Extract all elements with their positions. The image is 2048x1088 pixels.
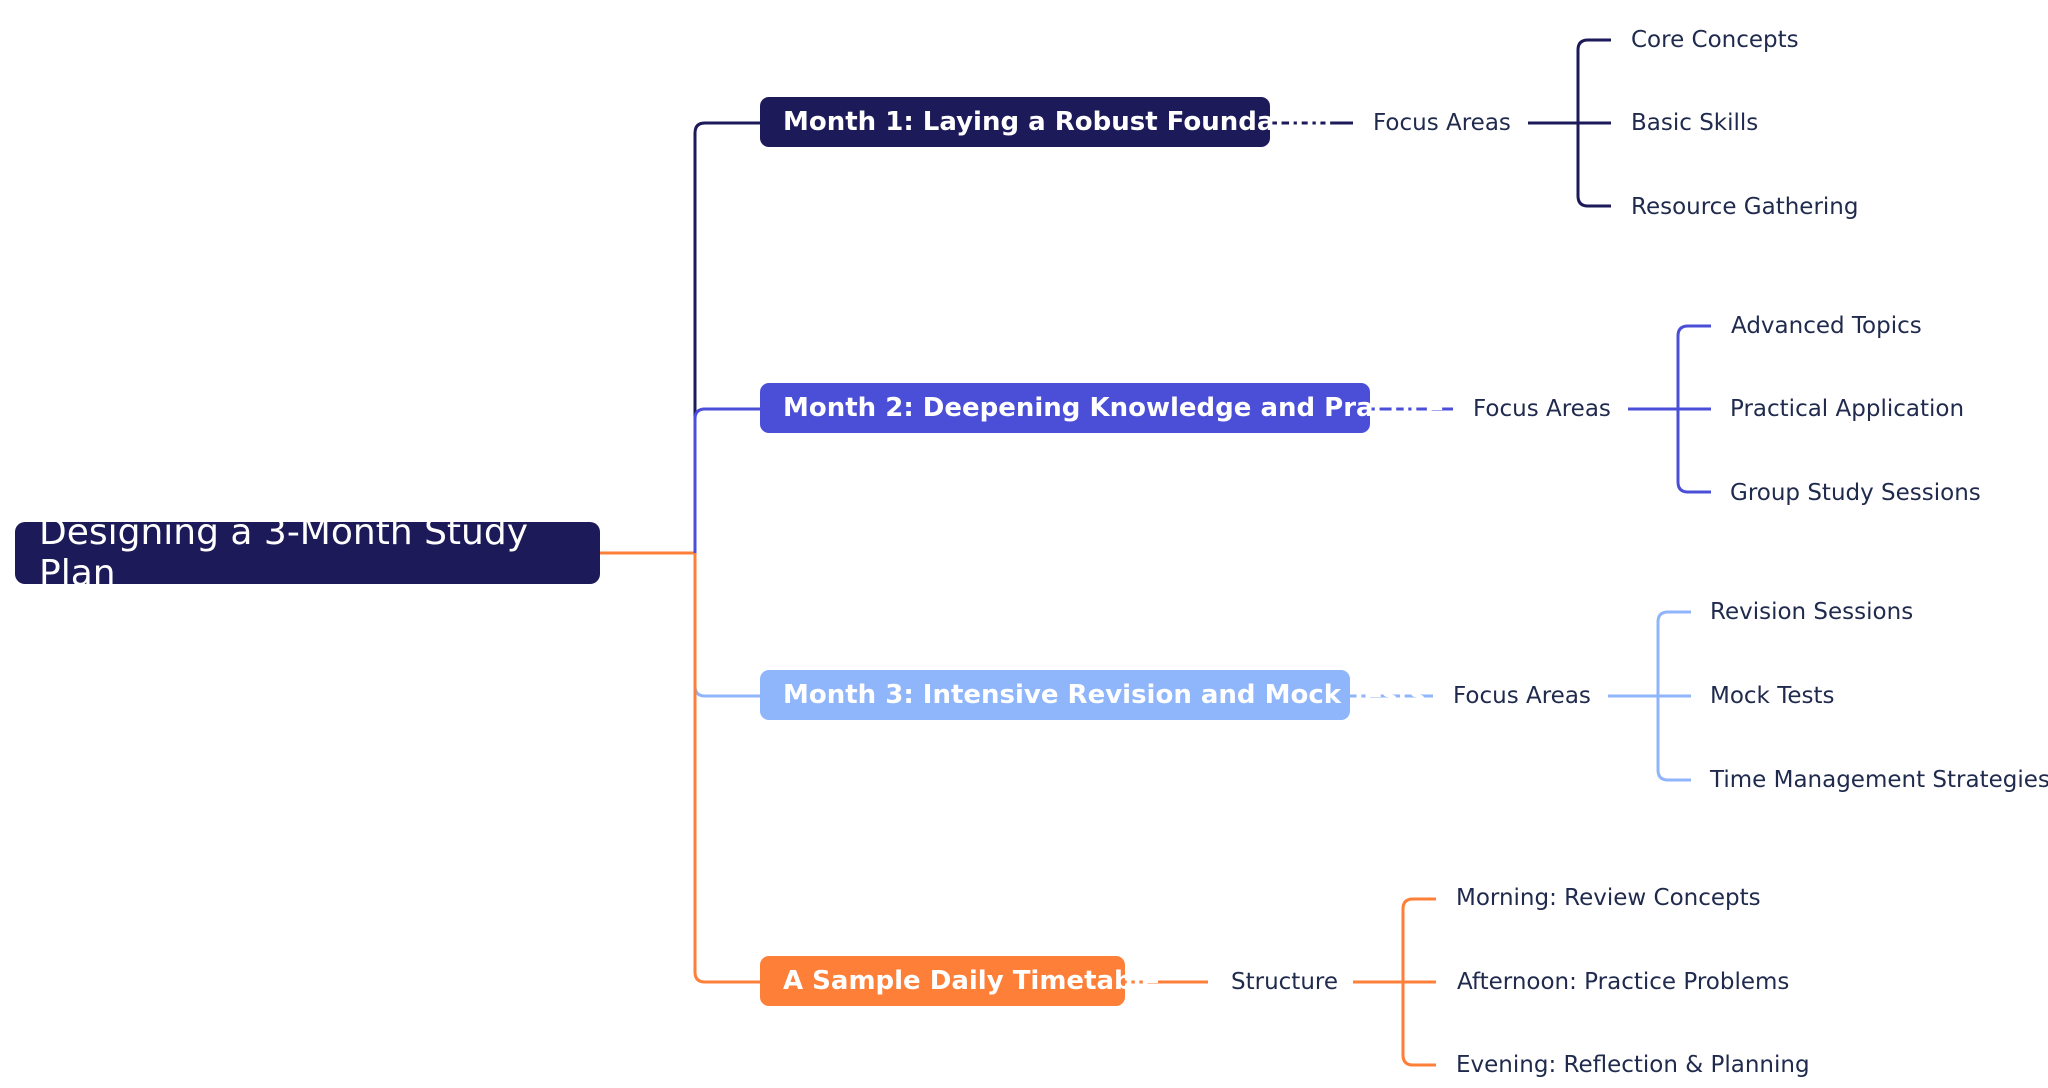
leaf-evening[interactable]: Evening: Reflection & Planning <box>1456 1052 1810 1078</box>
leaf-morning[interactable]: Morning: Review Concepts <box>1456 885 1761 911</box>
leaf-group-study-sessions[interactable]: Group Study Sessions <box>1730 480 1981 506</box>
connector-leaf-top-4 <box>1401 897 1436 982</box>
leaf-basic-skills[interactable]: Basic Skills <box>1631 110 1759 136</box>
leaf-core-concepts[interactable]: Core Concepts <box>1631 27 1799 53</box>
branch-month-3[interactable]: Month 3: Intensive Revision and Mock Tes… <box>760 670 1425 720</box>
connector-branch-2 <box>693 407 760 553</box>
connector-leaf-bottom-1 <box>1576 123 1611 208</box>
focus-areas-month-1[interactable]: Focus Areas <box>1373 110 1511 136</box>
root-topic-label: Designing a 3-Month Study Plan <box>39 512 529 594</box>
connector-branch-4 <box>693 553 760 984</box>
connector-leaf-top-1 <box>1576 38 1611 123</box>
root-topic[interactable]: Designing a 3-Month Study Plan <box>15 512 600 594</box>
leaf-advanced-topics[interactable]: Advanced Topics <box>1731 313 1922 339</box>
connector-leaf-top-2 <box>1676 324 1711 409</box>
connector-leaf-bottom-2 <box>1676 409 1711 494</box>
branch-month-2[interactable]: Month 2: Deepening Knowledge and Practic… <box>760 383 1443 433</box>
focus-areas-month-2[interactable]: Focus Areas <box>1473 396 1611 422</box>
branch-month-1[interactable]: Month 1: Laying a Robust Foundation <box>760 97 1332 147</box>
branch-label: A Sample Daily Timetable <box>783 966 1160 996</box>
connector-leaf-bottom-4 <box>1401 982 1436 1067</box>
leaf-afternoon[interactable]: Afternoon: Practice Problems <box>1457 969 1790 995</box>
leaf-resource-gathering[interactable]: Resource Gathering <box>1631 194 1859 220</box>
leaf-time-management-strategies[interactable]: Time Management Strategies <box>1710 767 2048 793</box>
branch-daily-timetable[interactable]: A Sample Daily Timetable <box>760 956 1159 1006</box>
focus-areas-month-3[interactable]: Focus Areas <box>1453 683 1591 709</box>
branch-label: Month 1: Laying a Robust Foundation <box>783 107 1333 137</box>
connector-leaf-bottom-3 <box>1656 696 1691 782</box>
branch-label: Month 2: Deepening Knowledge and Practic… <box>783 393 1444 423</box>
connector-branch-1 <box>693 121 760 553</box>
leaf-mock-tests[interactable]: Mock Tests <box>1710 683 1835 709</box>
leaf-practical-application[interactable]: Practical Application <box>1730 396 1965 422</box>
leaf-revision-sessions[interactable]: Revision Sessions <box>1710 599 1914 625</box>
connector-leaf-top-3 <box>1656 610 1691 696</box>
structure-timetable[interactable]: Structure <box>1231 969 1338 995</box>
branch-label: Month 3: Intensive Revision and Mock Tes… <box>783 680 1426 710</box>
connector-branch-3 <box>693 553 760 698</box>
